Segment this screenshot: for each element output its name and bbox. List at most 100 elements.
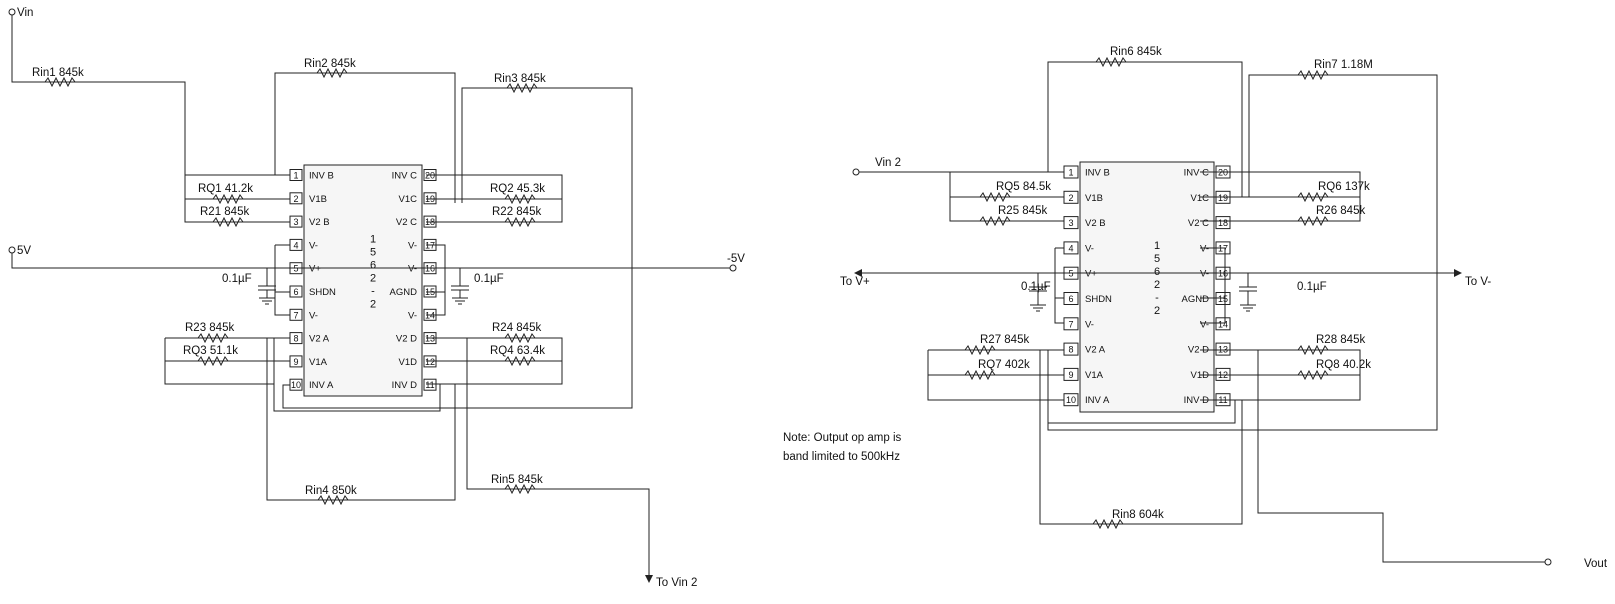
pin-name: V-: [1200, 243, 1209, 254]
pin-name: V+: [1085, 269, 1097, 280]
pin-name: V2 C: [1188, 218, 1209, 229]
resistor-rq1: [212, 193, 244, 205]
pin-box: [289, 192, 303, 205]
label-rq5: RQ5 84.5k: [996, 181, 1051, 193]
label-rin6: Rin6 845k: [1110, 46, 1162, 58]
pin-name: INV B: [309, 171, 334, 182]
resistor-r27: [964, 344, 996, 356]
label-minus5v: -5V: [727, 253, 745, 265]
label-rin3: Rin3 845k: [494, 73, 546, 85]
vin-terminal: [8, 8, 16, 16]
pin-name: V-: [309, 240, 318, 251]
note-line-2: band limited to 500kHz: [783, 451, 900, 463]
pin-number: 2: [293, 194, 298, 204]
pin-name: V-: [408, 240, 417, 251]
resistor-r26: [1297, 215, 1329, 227]
pin-name: AGND: [1182, 294, 1210, 305]
resistor-r24: [504, 332, 536, 344]
resistor-r25: [979, 215, 1011, 227]
label-vout: Vout: [1584, 558, 1608, 570]
pin-name: SHDN: [309, 287, 336, 298]
pin-name: V1B: [1085, 193, 1103, 204]
pin-name: SHDN: [1085, 294, 1112, 305]
pin-number: 19: [1218, 193, 1228, 203]
pin-name: V-: [1085, 319, 1094, 330]
pin-number: 16: [1218, 269, 1228, 279]
resistor-rin2: [316, 67, 348, 79]
resistor-rin4: [317, 494, 349, 506]
pin-name: INV C: [1184, 168, 1209, 179]
pin-name: V1C: [1191, 193, 1210, 204]
pin-name: V2 B: [1085, 218, 1106, 229]
pin-name: V-: [408, 310, 417, 321]
label-rq6: RQ6 137k: [1318, 181, 1370, 193]
pin-number: 10: [291, 380, 301, 390]
pin-number: 9: [1068, 370, 1073, 380]
label-to-vplus: To V+: [840, 276, 870, 288]
pin-name: INV D: [392, 380, 417, 391]
pin-number: 7: [293, 310, 298, 320]
pin-box: [1063, 367, 1079, 381]
pin-number: 8: [1068, 345, 1073, 355]
label-vin: Vin: [17, 7, 33, 19]
label-cap-left-2: 0.1µF: [474, 273, 504, 285]
label-rin5: Rin5 845k: [491, 474, 543, 486]
label-5v: 5V: [17, 245, 31, 257]
label-rin7: Rin7 1.18M: [1314, 59, 1373, 71]
resistor-rin6: [1095, 56, 1127, 68]
pin-name: V-: [1200, 319, 1209, 330]
pin-name: V-: [408, 264, 417, 275]
resistor-rq2: [504, 193, 536, 205]
pin-number: 18: [1218, 218, 1228, 228]
resistor-r21: [212, 216, 244, 228]
pin-number: 3: [1068, 218, 1073, 228]
resistor-rin7: [1297, 69, 1329, 81]
resistor-rin3: [506, 82, 538, 94]
pin-number: 5: [293, 264, 298, 274]
arrow-right-icon: [1454, 269, 1462, 277]
pin-number: 1: [1068, 168, 1073, 178]
label-rq7: RQ7 402k: [978, 359, 1030, 371]
part-number-char: 2: [1154, 305, 1160, 317]
pin-number: 10: [1066, 395, 1076, 405]
label-r23: R23 845k: [185, 322, 234, 334]
label-rq4: RQ4 63.4k: [490, 345, 545, 357]
pin-box: [1215, 216, 1231, 230]
resistor-rq4: [504, 355, 536, 367]
resistor-rq8: [1297, 369, 1329, 381]
pin-name: INV A: [1085, 395, 1110, 406]
pin-number: 14: [1218, 319, 1228, 329]
label-rq2: RQ2 45.3k: [490, 183, 545, 195]
pin-name: INV D: [1184, 395, 1209, 406]
label-r21: R21 845k: [200, 206, 249, 218]
label-cap-right-1: 0.1µF: [1021, 281, 1051, 293]
label-cap-right-2: 0.1µF: [1297, 281, 1327, 293]
pin-name: V1C: [399, 194, 418, 205]
label-r28: R28 845k: [1316, 334, 1365, 346]
pin-number: 8: [293, 334, 298, 344]
pin-box: [1215, 367, 1231, 381]
resistor-rq6: [1297, 191, 1329, 203]
pin-number: 3: [293, 217, 298, 227]
resistor-rq7: [964, 369, 996, 381]
vin2-terminal: [852, 168, 860, 176]
label-r26: R26 845k: [1316, 205, 1365, 217]
label-cap-left-1: 0.1µF: [222, 273, 252, 285]
part-number-char: 6: [1154, 266, 1160, 278]
vout-terminal: [1544, 558, 1552, 566]
resistor-rq3: [197, 355, 229, 367]
part-number-char: 6: [370, 260, 376, 272]
resistor-rin1: [44, 76, 76, 88]
pin-name: V1A: [1085, 370, 1104, 381]
label-r27: R27 845k: [980, 334, 1029, 346]
pin-name: V+: [309, 264, 321, 275]
pin-name: V-: [309, 310, 318, 321]
ic-body: [1079, 161, 1215, 413]
label-to-vminus: To V-: [1465, 276, 1491, 288]
5v-terminal: [8, 246, 16, 254]
pin-number: 13: [425, 334, 435, 344]
